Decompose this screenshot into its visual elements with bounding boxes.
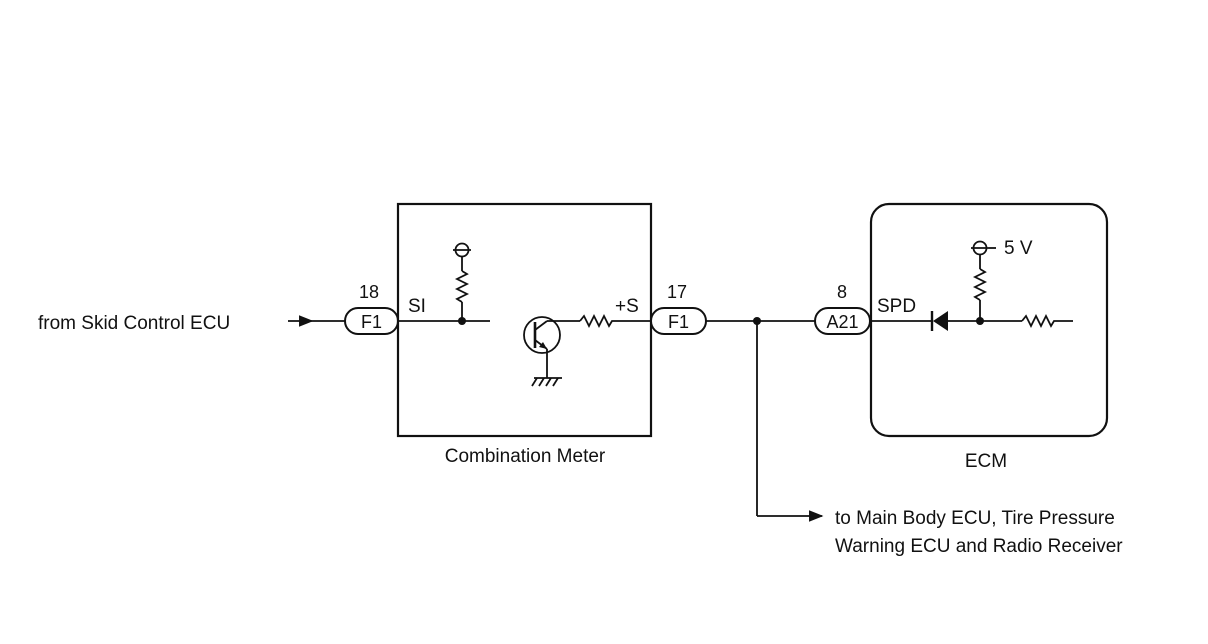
- meter-series-resistor: [579, 313, 651, 329]
- pin-number-17: 17: [667, 282, 687, 302]
- pin-number-8: 8: [837, 282, 847, 302]
- combination-meter-box: [396, 202, 653, 438]
- diode-icon: [930, 311, 948, 331]
- connector-a21-label: A21: [826, 312, 858, 332]
- branch-label-line1: to Main Body ECU, Tire Pressure: [835, 508, 1115, 529]
- terminal-si: SI: [408, 296, 426, 317]
- branch-label-line2: Warning ECU and Radio Receiver: [835, 536, 1123, 557]
- combination-meter-label: Combination Meter: [445, 446, 606, 467]
- connector-f1-out-label: F1: [668, 312, 689, 332]
- terminal-spd: SPD: [877, 296, 916, 317]
- ecm-supply-icon: [971, 240, 996, 256]
- transistor-icon: [523, 316, 580, 378]
- ecm-series-resistor: [1021, 313, 1073, 329]
- ecm-pullup-resistor: [972, 255, 988, 321]
- ecm-label: ECM: [965, 451, 1007, 472]
- ground-icon: [531, 377, 562, 387]
- connector-f1-in-label: F1: [361, 312, 382, 332]
- meter-pullup-resistor: [454, 256, 470, 321]
- pin-number-18: 18: [359, 282, 379, 302]
- meter-supply-icon: [453, 242, 471, 258]
- source-label: from Skid Control ECU: [38, 313, 230, 334]
- terminal-plus-s: +S: [615, 296, 639, 317]
- ecm-box: [869, 202, 1109, 438]
- ecm-supply-voltage: 5 V: [1004, 238, 1033, 259]
